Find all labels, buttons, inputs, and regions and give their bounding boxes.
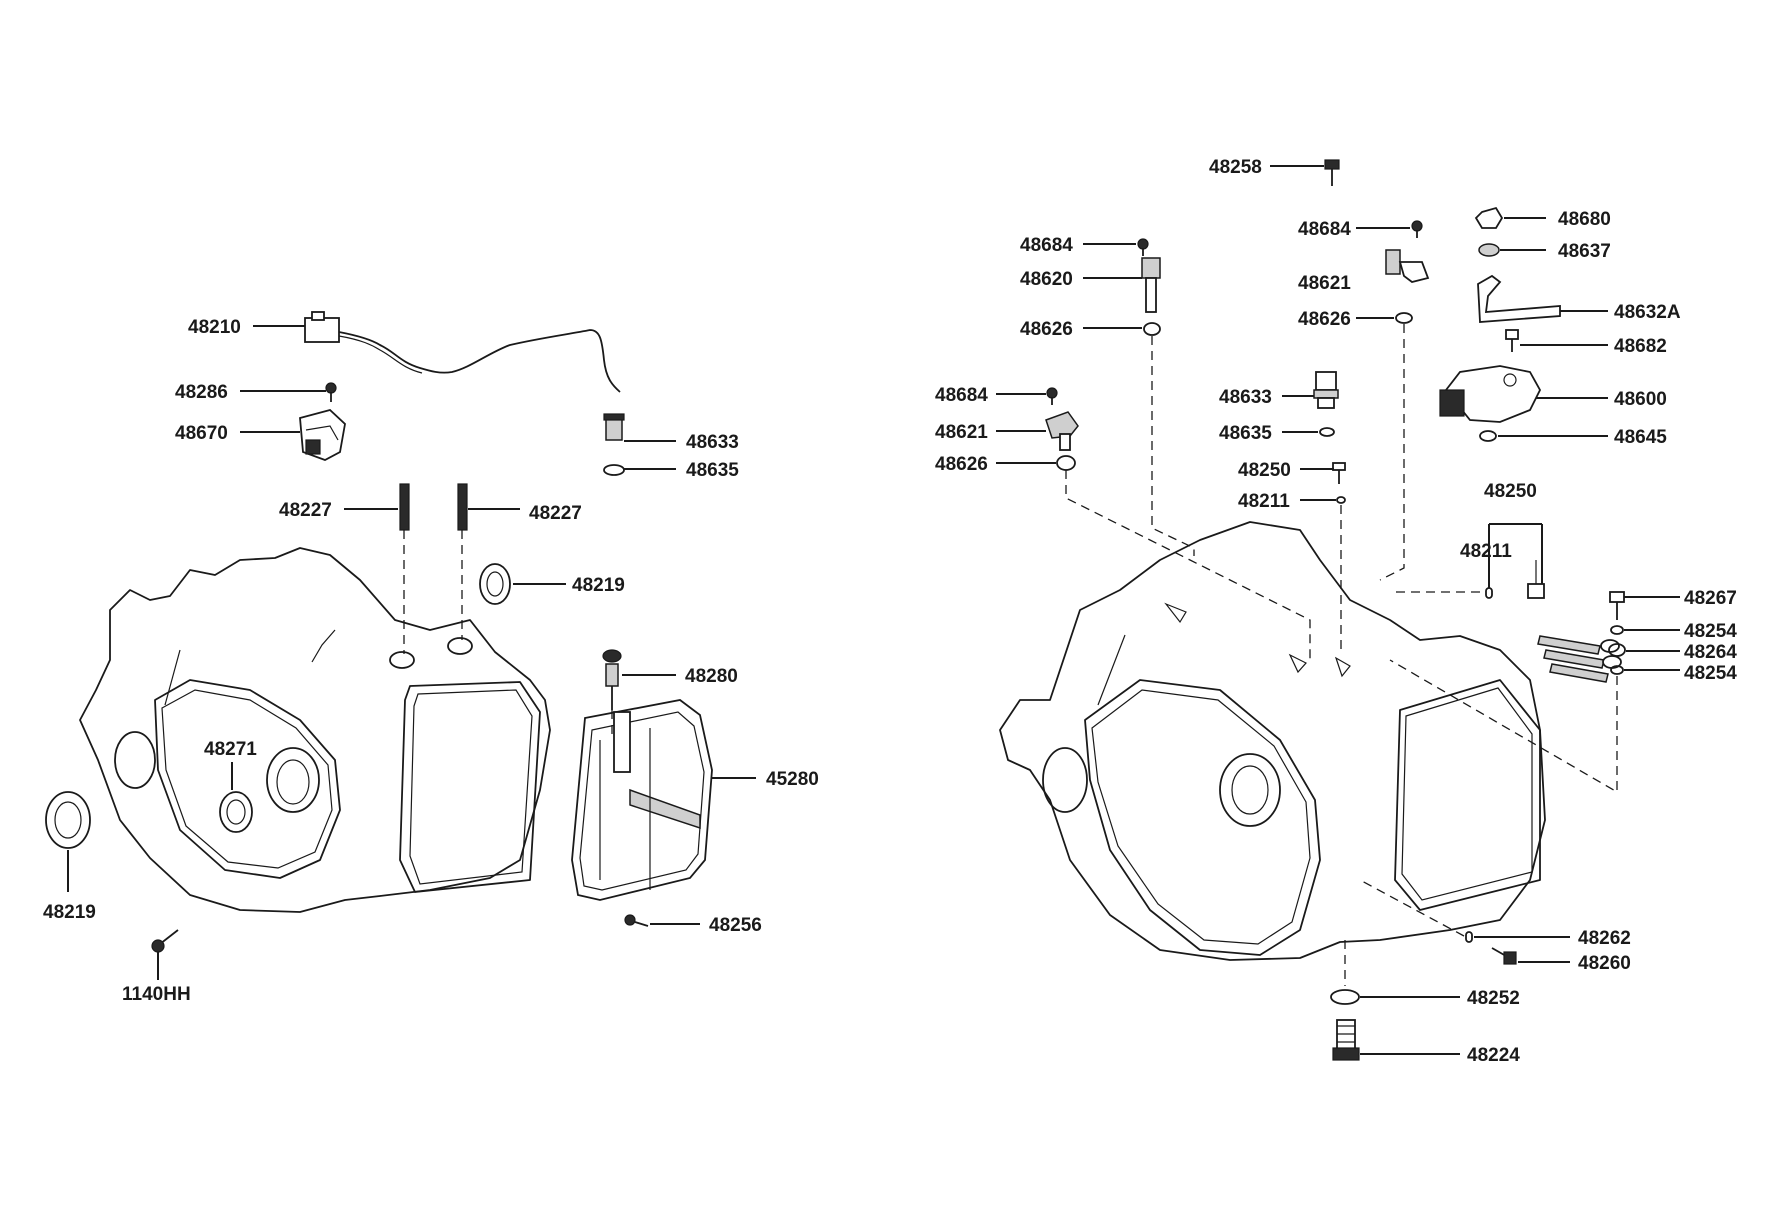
speed-sensor-part bbox=[1141, 257, 1161, 313]
part-label-48264: 48264 bbox=[1684, 642, 1737, 663]
o-ring-icon bbox=[1319, 427, 1335, 437]
part-label-48684: 48684 bbox=[1298, 219, 1351, 240]
speed-sensor-part bbox=[1385, 249, 1430, 283]
part-label-48684: 48684 bbox=[1020, 235, 1073, 256]
part-label-48267: 48267 bbox=[1684, 588, 1737, 609]
part-label-48260: 48260 bbox=[1578, 953, 1631, 974]
part-label-48626: 48626 bbox=[935, 454, 988, 475]
part-label-48227: 48227 bbox=[279, 500, 332, 521]
left-transaxle-assembly bbox=[45, 311, 713, 953]
part-label-48635: 48635 bbox=[686, 460, 739, 481]
part-label-48258: 48258 bbox=[1209, 157, 1262, 178]
part-label-48250: 48250 bbox=[1484, 481, 1537, 502]
part-label-48250: 48250 bbox=[1238, 460, 1291, 481]
drain-plug-part bbox=[1332, 1019, 1360, 1061]
o-ring-icon bbox=[1610, 625, 1624, 635]
washer-icon bbox=[1478, 243, 1500, 257]
part-label-48620: 48620 bbox=[1020, 269, 1073, 290]
washer-icon bbox=[1330, 989, 1360, 1005]
part-label-48211: 48211 bbox=[1460, 541, 1512, 562]
bolt-icon bbox=[1491, 947, 1517, 965]
o-ring-icon bbox=[1485, 587, 1493, 599]
part-label-48256: 48256 bbox=[709, 915, 762, 936]
o-ring-icon bbox=[1056, 455, 1076, 471]
bolt-icon bbox=[1527, 560, 1545, 599]
inhibitor-switch-part bbox=[1439, 365, 1542, 423]
part-label-48219: 48219 bbox=[43, 902, 96, 923]
bolt-icon bbox=[1332, 462, 1346, 484]
o-ring-icon bbox=[1395, 312, 1413, 324]
bolt-icon bbox=[1137, 238, 1149, 256]
part-label-48684: 48684 bbox=[935, 385, 988, 406]
pressure-switch-part bbox=[1313, 371, 1339, 409]
part-label-48680: 48680 bbox=[1558, 209, 1611, 230]
part-label-1140HH: 1140HH bbox=[122, 984, 191, 1005]
part-label-48219: 48219 bbox=[572, 575, 625, 596]
oil-seal-part bbox=[479, 563, 511, 605]
bolt-set-part bbox=[1537, 635, 1622, 683]
bolt-icon bbox=[1411, 220, 1423, 238]
part-label-48645: 48645 bbox=[1614, 427, 1667, 448]
o-ring-icon bbox=[1479, 430, 1497, 442]
part-label-48633: 48633 bbox=[1219, 387, 1272, 408]
sensor-bracket-part bbox=[299, 409, 346, 461]
part-label-48254: 48254 bbox=[1684, 621, 1737, 642]
part-label-48633: 48633 bbox=[686, 432, 739, 453]
wiring-harness-part bbox=[304, 311, 621, 393]
bolt-icon bbox=[624, 914, 649, 927]
part-label-48254: 48254 bbox=[1684, 663, 1737, 684]
nut-icon bbox=[1474, 206, 1504, 229]
speed-sensor-part bbox=[1045, 411, 1079, 451]
part-label-48600: 48600 bbox=[1614, 389, 1667, 410]
part-label-48252: 48252 bbox=[1467, 988, 1520, 1009]
part-label-48227: 48227 bbox=[529, 503, 582, 524]
part-label-48286: 48286 bbox=[175, 382, 228, 403]
part-label-48271: 48271 bbox=[204, 739, 257, 760]
pressure-switch-part bbox=[603, 413, 625, 476]
bolt-icon bbox=[325, 382, 337, 402]
part-label-48621: 48621 bbox=[935, 422, 988, 443]
bolt-icon bbox=[1609, 591, 1625, 620]
part-label-48626: 48626 bbox=[1298, 309, 1351, 330]
part-label-48682: 48682 bbox=[1614, 336, 1667, 357]
part-label-45280: 45280 bbox=[766, 769, 819, 790]
oil-seal-part bbox=[219, 791, 253, 833]
bolt-icon bbox=[1046, 387, 1058, 405]
dipstick-part bbox=[602, 649, 622, 710]
part-label-48224: 48224 bbox=[1467, 1045, 1520, 1066]
part-label-48280: 48280 bbox=[685, 666, 738, 687]
part-label-48262: 48262 bbox=[1578, 928, 1631, 949]
part-label-48670: 48670 bbox=[175, 423, 228, 444]
part-label-48632A: 48632A bbox=[1614, 302, 1681, 323]
bolt-icon bbox=[1505, 329, 1519, 352]
bolt-icon bbox=[151, 929, 179, 953]
transaxle-case-left bbox=[79, 547, 551, 913]
o-ring-icon bbox=[1143, 322, 1161, 336]
part-label-48211: 48211 bbox=[1238, 491, 1290, 512]
o-ring-icon bbox=[1610, 665, 1624, 675]
stud-bolt-icon bbox=[399, 483, 468, 531]
bolt-icon bbox=[1324, 159, 1340, 186]
right-transaxle-assembly bbox=[999, 159, 1626, 1061]
part-label-48626: 48626 bbox=[1020, 319, 1073, 340]
oil-seal-part bbox=[45, 791, 91, 849]
leader-lines bbox=[67, 165, 1680, 1055]
part-label-48210: 48210 bbox=[188, 317, 241, 338]
part-label-48635: 48635 bbox=[1219, 423, 1272, 444]
manual-control-lever-part bbox=[1477, 274, 1561, 323]
part-number-labels: 48210 48286 48670 48633 48635 48227 4822… bbox=[43, 157, 1737, 1066]
part-label-48637: 48637 bbox=[1558, 241, 1611, 262]
oil-strainer-part bbox=[571, 699, 713, 901]
o-ring-icon bbox=[1336, 496, 1346, 504]
transaxle-case-right bbox=[999, 521, 1546, 961]
o-ring-icon bbox=[1608, 643, 1626, 657]
o-ring-icon bbox=[1465, 931, 1473, 943]
part-label-48621: 48621 bbox=[1298, 273, 1351, 294]
